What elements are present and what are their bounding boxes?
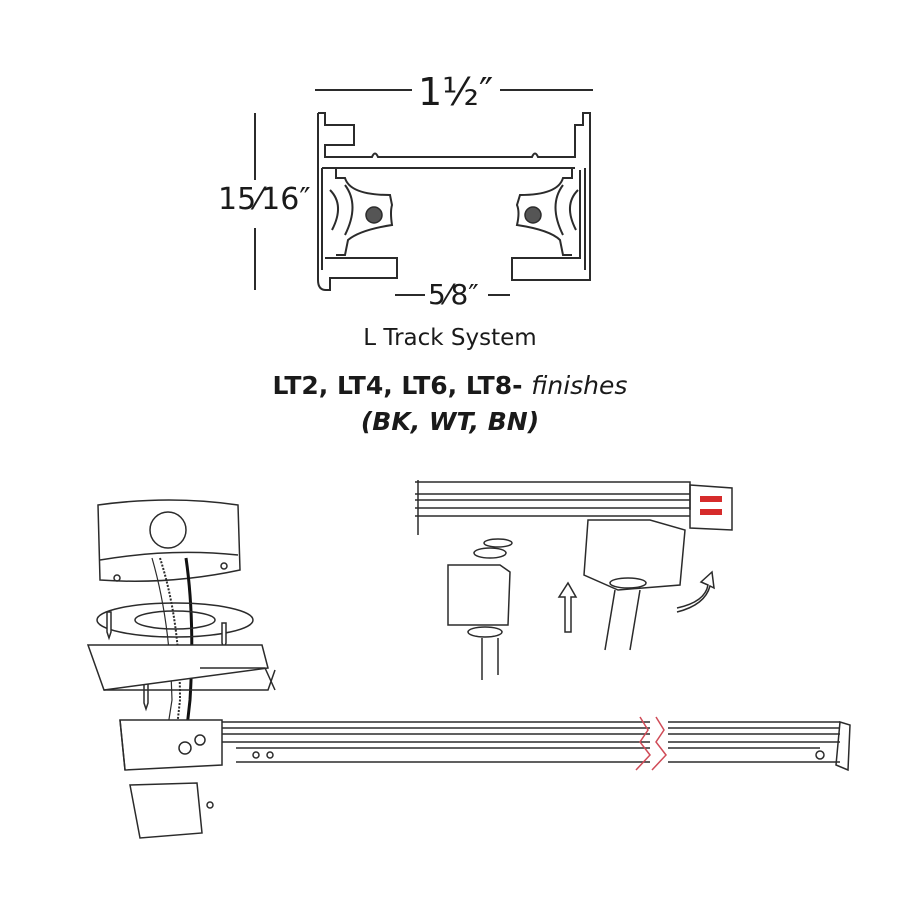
conductor-red-icon	[700, 496, 722, 502]
model-list: LT2, LT4, LT6, LT8-	[272, 371, 523, 400]
rotate-arrow-icon	[676, 570, 715, 613]
loose-track-head-icon	[447, 564, 511, 626]
width-dimension-label: 1½″	[418, 70, 494, 114]
system-title: L Track System	[363, 325, 537, 351]
cross-section-diagram	[0, 0, 900, 320]
track-profile-drawing	[254, 89, 593, 296]
screw-icon	[106, 611, 112, 641]
height-dimension-label: 15⁄16″	[218, 182, 311, 217]
finishes-list: (BK, WT, BN)	[360, 407, 540, 436]
track-section-icon	[222, 721, 851, 772]
mounting-plate-icon	[96, 602, 254, 638]
end-cover-plate-icon	[129, 782, 203, 839]
screw-icon	[143, 682, 149, 712]
installation-exploded-view	[0, 460, 900, 900]
conductor-right	[524, 206, 542, 224]
insert-up-arrow-icon	[557, 581, 578, 633]
break-mark-icon	[635, 716, 651, 771]
models-line: LT2, LT4, LT6, LT8- finishes	[0, 371, 900, 400]
slot-dimension-label: 5⁄8″	[428, 278, 479, 311]
finishes-word: finishes	[531, 371, 628, 400]
conductor-left	[365, 206, 383, 224]
installation-drawing	[86, 480, 851, 839]
canopy-plate-icon	[86, 644, 276, 691]
installed-track-head-icon	[583, 519, 686, 591]
junction-box-icon	[97, 499, 241, 582]
feed-connector-icon	[119, 719, 223, 771]
